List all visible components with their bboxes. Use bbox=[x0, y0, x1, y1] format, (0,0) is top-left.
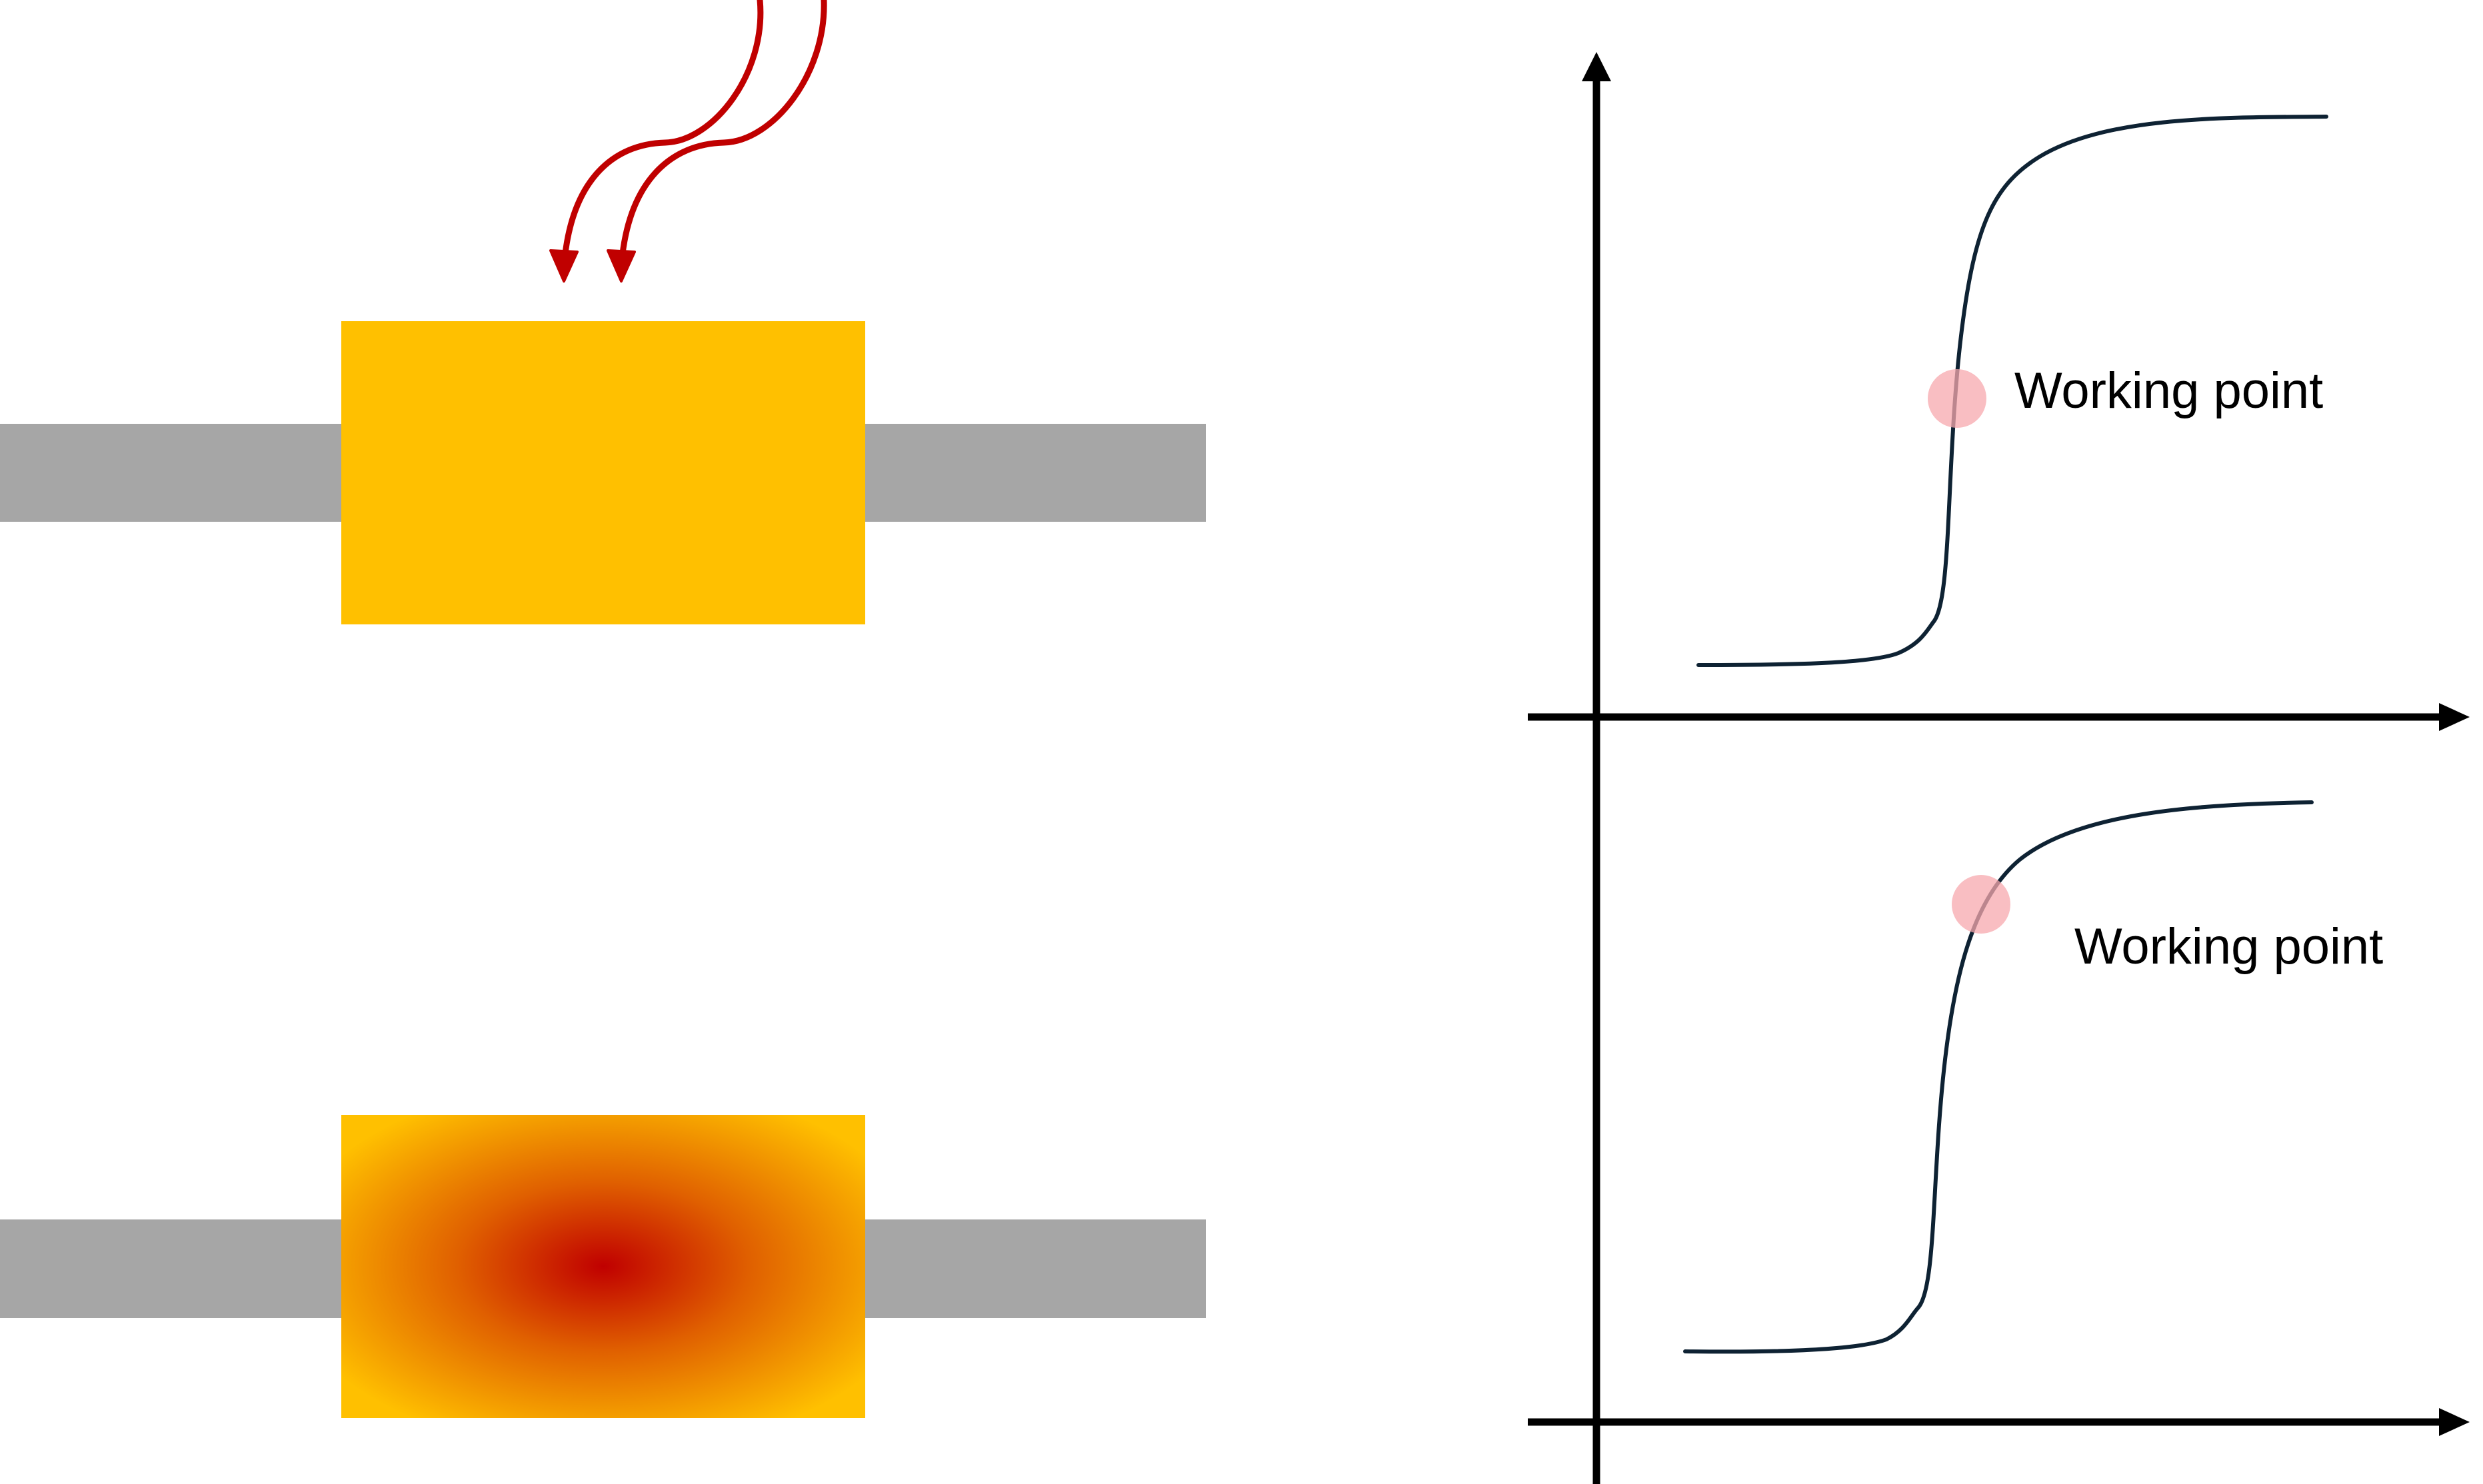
wavy-double-arrow-icon bbox=[549, 0, 827, 283]
bottom-device bbox=[0, 1115, 1206, 1418]
top-uniform-block bbox=[341, 321, 865, 624]
heat-arrow-left bbox=[561, 0, 764, 270]
heat-arrow-left-head bbox=[549, 249, 579, 283]
axes bbox=[1528, 73, 2440, 1484]
top-left-rail bbox=[0, 424, 341, 522]
bottom-working-point-label: Working point bbox=[2074, 918, 2383, 975]
x-axis-top-arrowhead bbox=[2439, 703, 2470, 731]
bottom-left-rail bbox=[0, 1219, 341, 1318]
bottom-characteristic: Working point bbox=[1683, 800, 2383, 1354]
x-axis-bottom-arrowhead bbox=[2439, 1408, 2470, 1436]
bottom-right-rail bbox=[865, 1219, 1206, 1318]
top-characteristic: Working point bbox=[1696, 115, 2328, 667]
axis-arrowheads bbox=[1582, 52, 2470, 1436]
bottom-hotspot-block bbox=[341, 1115, 865, 1418]
heat-arrow-right bbox=[618, 0, 827, 270]
bottom-s-curve bbox=[1683, 800, 2314, 1354]
y-axis-arrowhead bbox=[1582, 52, 1611, 81]
heat-arrow-right-head bbox=[607, 249, 636, 283]
top-device bbox=[0, 321, 1206, 624]
top-working-point-marker bbox=[1928, 369, 1986, 428]
bottom-working-point-marker bbox=[1952, 875, 2010, 934]
top-right-rail bbox=[865, 424, 1206, 522]
top-working-point-label: Working point bbox=[2014, 363, 2323, 419]
